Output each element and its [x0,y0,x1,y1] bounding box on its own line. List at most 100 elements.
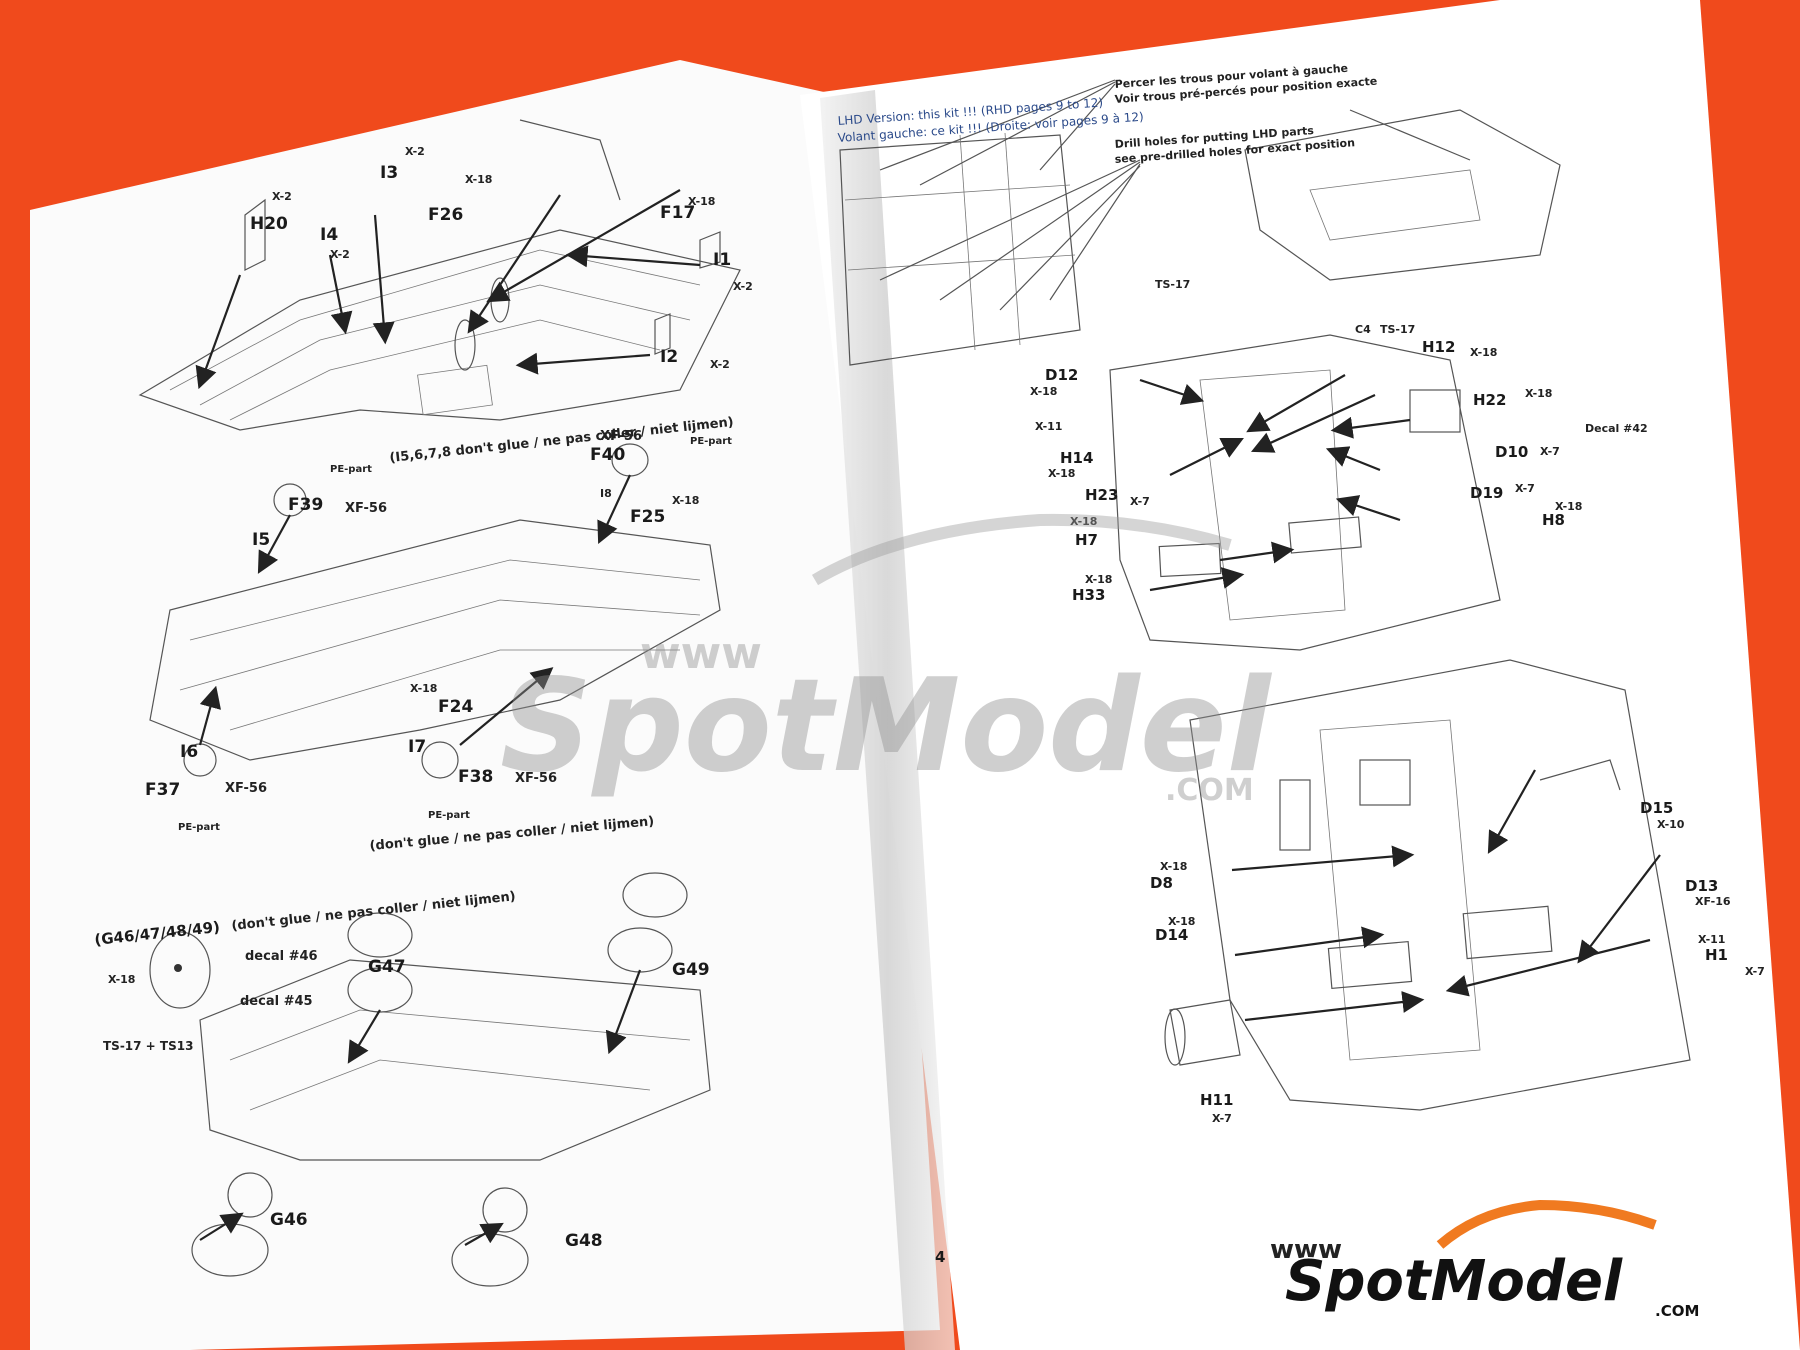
svg-text:I2: I2 [660,347,678,367]
svg-text:X-18: X-18 [1030,385,1057,398]
right-top-labels: LHD Version: this kit !!! (RHD pages 9 t… [837,62,1377,291]
svg-text:F24: F24 [438,697,473,717]
open-booklet [30,0,1800,1350]
svg-text:I4: I4 [320,225,338,245]
spotmodel-logo: www SpotModel .COM [1270,1199,1699,1320]
svg-text:F25: F25 [630,507,665,527]
svg-text:XF-56: XF-56 [515,771,557,786]
svg-text:Decal #42: Decal #42 [1585,422,1648,435]
svg-text:H14: H14 [1060,449,1093,467]
svg-text:H23: H23 [1085,486,1118,504]
svg-text:X-2: X-2 [330,248,350,261]
svg-text:H12: H12 [1422,338,1455,356]
svg-text:.COM: .COM [1165,773,1254,808]
svg-text:X-7: X-7 [1212,1112,1232,1125]
svg-text:D8: D8 [1150,874,1173,892]
center-watermark: www SpotModel .COM [500,513,1273,808]
svg-text:X-2: X-2 [272,190,292,203]
right-mid-labels: C4 TS-17 D12 X-18 X-11 H12 X-18 H22 X-18… [1030,323,1648,604]
svg-text:I6: I6 [180,742,198,762]
svg-text:decal #46: decal #46 [245,949,318,964]
svg-text:.COM: .COM [1655,1302,1699,1320]
svg-text:I7: I7 [408,737,426,757]
svg-text:H22: H22 [1473,391,1506,409]
svg-text:X-18: X-18 [1160,860,1187,873]
svg-text:F38: F38 [458,767,493,787]
svg-text:H1: H1 [1705,946,1728,964]
svg-text:G46: G46 [270,1210,308,1230]
svg-text:PE-part: PE-part [178,822,220,833]
svg-text:X-2: X-2 [733,280,753,293]
left-section1-drawing [138,119,741,431]
svg-text:X-7: X-7 [1540,445,1560,458]
svg-text:D10: D10 [1495,443,1528,461]
svg-text:X-11: X-11 [1035,420,1062,433]
svg-text:X-18: X-18 [1470,346,1497,359]
svg-text:X-11: X-11 [1698,933,1725,946]
svg-text:decal #45: decal #45 [240,994,313,1009]
svg-text:H33: H33 [1072,586,1105,604]
right-low-labels: D15 X-10 D8 X-18 D13 XF-16 D14 X-18 H1 X… [1150,799,1765,1125]
svg-text:X-18: X-18 [688,195,715,208]
svg-text:PE-part: PE-part [428,810,470,821]
svg-text:TS-17: TS-17 [1380,323,1415,336]
svg-text:I5: I5 [252,530,270,550]
svg-text:I3: I3 [380,163,398,183]
svg-text:XF-56: XF-56 [345,501,387,516]
svg-text:D12: D12 [1045,366,1078,384]
svg-text:X-18: X-18 [1070,515,1097,528]
svg-text:X-2: X-2 [405,145,425,158]
svg-text:XF-56: XF-56 [225,781,267,796]
svg-text:F26: F26 [428,205,463,225]
svg-text:X-18: X-18 [1048,467,1075,480]
svg-text:H11: H11 [1200,1091,1233,1109]
left-section3-drawing [149,872,711,1287]
svg-text:www: www [1270,1235,1342,1265]
svg-text:X-18: X-18 [465,173,492,186]
svg-text:X-18: X-18 [672,494,699,507]
part-H20: H20 [250,214,288,234]
svg-text:X-7: X-7 [1745,965,1765,978]
svg-text:D19: D19 [1470,484,1503,502]
svg-text:X-18: X-18 [108,973,135,986]
svg-text:SpotModel: SpotModel [1285,1249,1623,1314]
svg-text:X-7: X-7 [1130,495,1150,508]
svg-text:X-18: X-18 [410,682,437,695]
svg-text:www: www [640,628,762,679]
svg-text:D13: D13 [1685,877,1718,895]
svg-text:I8: I8 [600,487,612,500]
svg-text:X-18: X-18 [1085,573,1112,586]
svg-text:H7: H7 [1075,531,1098,549]
svg-text:G48: G48 [565,1231,603,1251]
svg-text:X-18: X-18 [1168,915,1195,928]
svg-text:F37: F37 [145,780,180,800]
svg-text:X-10: X-10 [1657,818,1685,831]
svg-text:G49: G49 [672,960,710,980]
svg-text:H8: H8 [1542,511,1565,529]
svg-text:C4: C4 [1355,323,1371,336]
svg-text:PE-part: PE-part [690,436,732,447]
svg-text:D15: D15 [1640,799,1673,817]
right-low-drawing [1164,659,1691,1111]
svg-text:F17: F17 [660,203,695,223]
svg-text:X-2: X-2 [710,358,730,371]
svg-text:X-18: X-18 [1525,387,1552,400]
right-mid-drawing [1109,334,1501,651]
svg-text:XF-16: XF-16 [1695,895,1731,908]
svg-text:TS-17 + TS13: TS-17 + TS13 [103,1039,193,1053]
svg-text:X-7: X-7 [1515,482,1535,495]
page-number: 4 [935,1248,945,1266]
svg-text:G47: G47 [368,957,406,977]
svg-text:D14: D14 [1155,926,1188,944]
left-section2-drawing [149,443,721,779]
right-top-drawing [839,79,1561,366]
svg-text:X-18: X-18 [1555,500,1582,513]
svg-text:TS-17: TS-17 [1155,278,1190,291]
svg-text:I1: I1 [713,250,731,270]
svg-text:PE-part: PE-part [330,464,372,475]
svg-text:F39: F39 [288,495,323,515]
svg-text:F40: F40 [590,445,625,465]
svg-text:XF-56: XF-56 [600,429,642,444]
svg-text:SpotModel: SpotModel [500,652,1273,801]
